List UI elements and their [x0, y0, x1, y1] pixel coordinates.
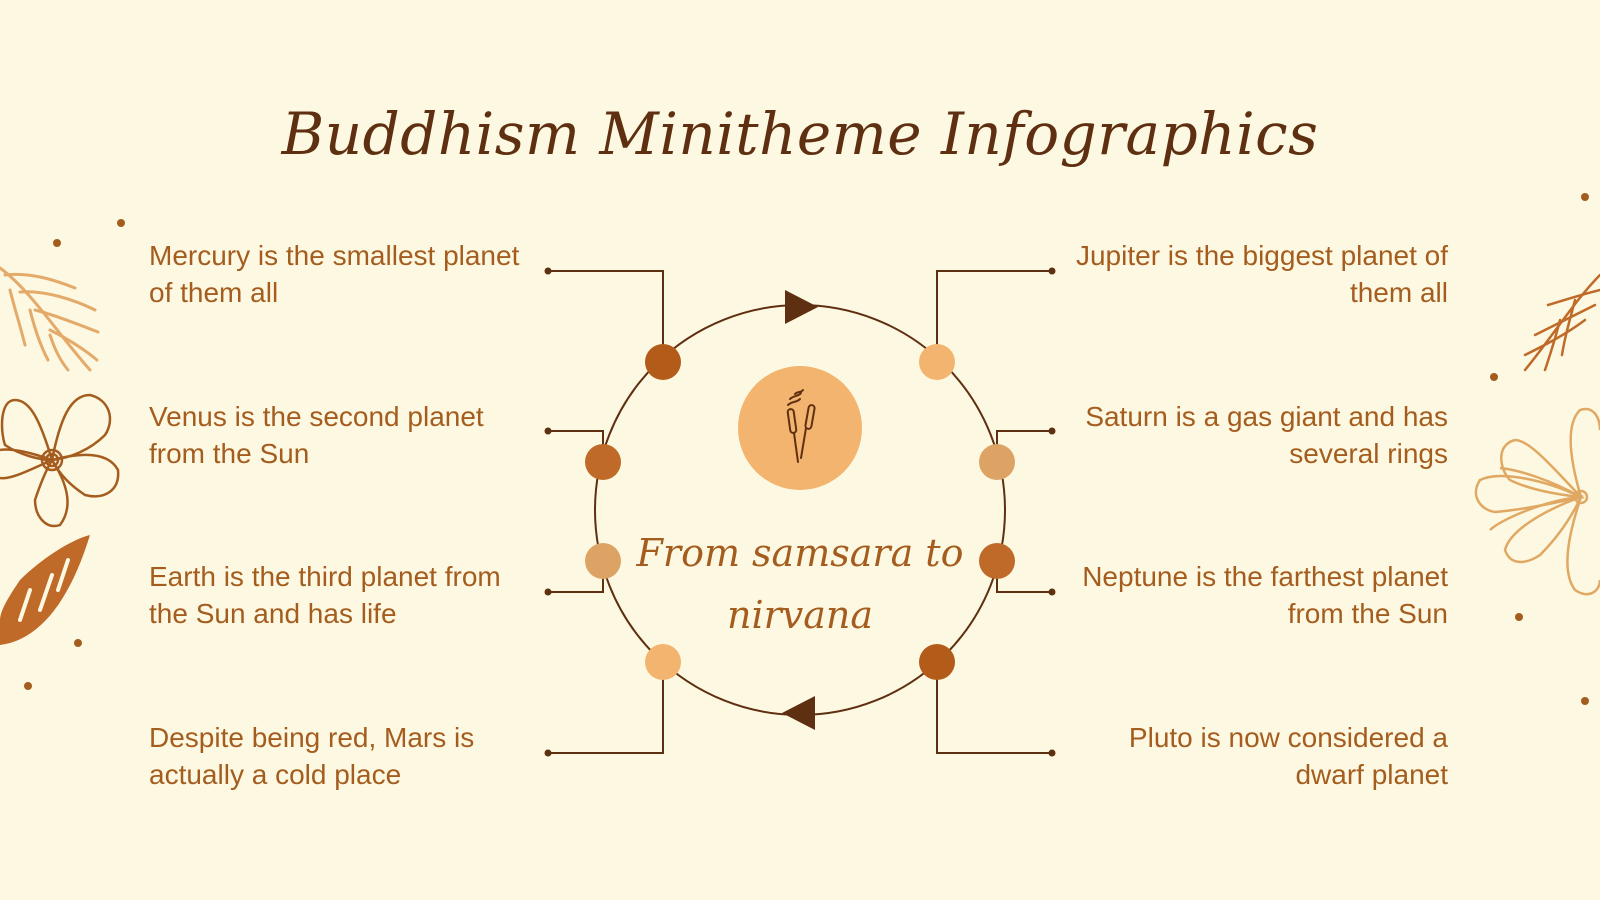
node-neptune — [979, 543, 1015, 579]
node-pluto — [919, 644, 955, 680]
center-caption: From samsara to nirvana — [636, 531, 964, 637]
node-mercury — [645, 344, 681, 380]
fern-branch-icon — [0, 266, 100, 372]
desc-saturn: Saturn is a gas giant and has several ri… — [1085, 401, 1448, 469]
node-earth — [585, 543, 621, 579]
node-jupiter — [919, 344, 955, 380]
connector-endpoints-right — [1048, 267, 1056, 757]
slide-title: Buddhism Minitheme Infographics — [281, 100, 1319, 168]
desc-venus: Venus is the second planet from the Sun — [149, 401, 484, 469]
flower-outline-icon-right — [1474, 407, 1600, 596]
node-saturn — [979, 444, 1015, 480]
fern-branch-icon-right — [1523, 273, 1600, 372]
desc-mercury: Mercury is the smallest planet of them a… — [149, 240, 520, 308]
node-venus — [585, 444, 621, 480]
flower-outline-icon — [0, 393, 120, 528]
desc-neptune: Neptune is the farthest planet from the … — [1082, 561, 1448, 629]
incense-sticks-icon — [786, 389, 816, 463]
desc-jupiter: Jupiter is the biggest planet of them al… — [1075, 240, 1448, 308]
center-icon-badge — [738, 366, 862, 490]
connectors-right — [936, 270, 1052, 754]
decorative-dots-right — [1490, 193, 1589, 705]
desc-pluto: Pluto is now considered a dwarf planet — [1128, 722, 1448, 790]
connector-endpoints-left — [544, 267, 552, 757]
desc-earth: Earth is the third planet from the Sun a… — [149, 561, 501, 629]
arrow-left-icon — [782, 696, 815, 730]
node-mars — [645, 644, 681, 680]
desc-mars: Despite being red, Mars is actually a co… — [149, 722, 475, 790]
leaf-icon — [0, 535, 90, 645]
connectors-left — [548, 270, 664, 754]
arrow-right-icon — [785, 290, 818, 324]
decorative-dots-left — [24, 219, 125, 690]
